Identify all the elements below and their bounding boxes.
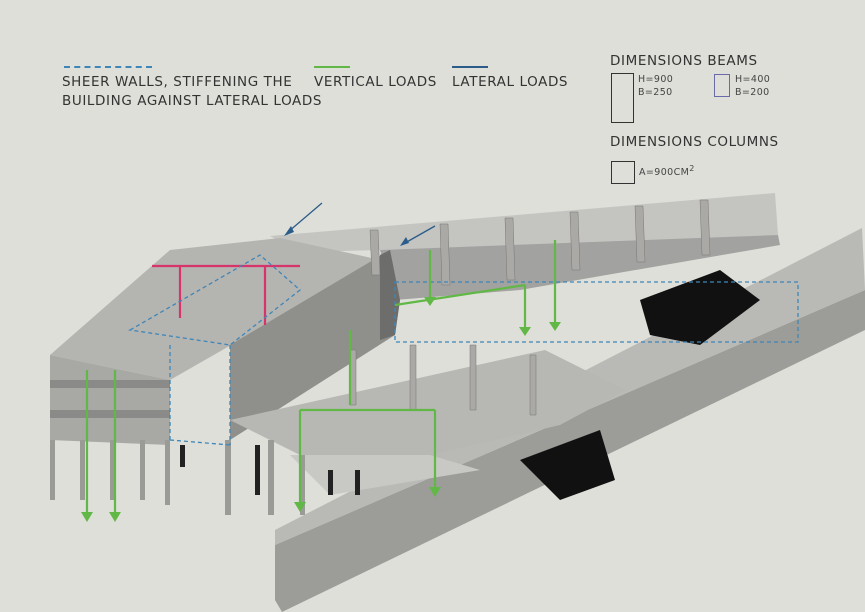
- column-area-unit-sup: 2: [689, 164, 695, 173]
- beam-b-section: [714, 74, 730, 97]
- dark-void-lower: [520, 430, 615, 500]
- column-area: A=900CM: [639, 167, 690, 179]
- vertical-loads-legend-label: VERTICAL LOADS: [314, 74, 437, 90]
- sheer-wall-legend-label: SHEER WALLS, STIFFENING THE BUILDING AGA…: [62, 73, 322, 111]
- column-dims: A=900CM2: [639, 162, 695, 179]
- vertical-loads-legend-line: [314, 66, 350, 68]
- roof-beam-group: [369, 199, 711, 286]
- beam-b-height: H=400: [735, 74, 771, 85]
- left-block-floor-2: [50, 410, 170, 418]
- sheer-wall-legend-line2: BUILDING AGAINST LATERAL LOADS: [62, 93, 323, 109]
- lateral-load-arrowheads: [284, 226, 409, 246]
- frame-highlight: [152, 264, 300, 325]
- beam-a-dims: H=900 B=250: [638, 73, 673, 99]
- sheer-wall-legend-line: [64, 66, 152, 68]
- dark-void-right: [640, 270, 760, 345]
- beam-a-height: H=900: [638, 74, 674, 85]
- left-block-facade: [50, 355, 170, 445]
- lateral-loads-legend-line: [452, 66, 488, 68]
- column-section: [611, 161, 635, 184]
- vertical-load-arrowheads: [81, 297, 561, 522]
- lateral-loads-legend-label: LATERAL LOADS: [452, 74, 569, 90]
- lateral-load-arrows: [287, 202, 436, 244]
- left-block-top-slab: [50, 238, 390, 380]
- lower-floor-plate: [290, 455, 480, 495]
- central-core-volume: [230, 250, 400, 440]
- dimensions-columns-title: DIMENSIONS COLUMNS: [610, 134, 779, 150]
- column-group: [50, 440, 305, 515]
- dimensions-beams-title: DIMENSIONS BEAMS: [610, 53, 758, 69]
- sheer-wall-outlines: [128, 254, 799, 446]
- left-block-floor-1: [50, 380, 170, 388]
- beam-b-width: B=200: [735, 87, 770, 98]
- vertical-load-lines: [85, 240, 557, 515]
- beam-b-dims: H=400 B=200: [735, 73, 770, 99]
- dark-column-group: [180, 445, 360, 495]
- beam-a-section: [611, 73, 634, 123]
- middle-floor-slab: [230, 350, 625, 455]
- beam-a-width: B=250: [638, 87, 673, 98]
- middle-beam-group: [349, 344, 537, 416]
- sheer-wall-legend-line1: SHEER WALLS, STIFFENING THE: [62, 74, 293, 90]
